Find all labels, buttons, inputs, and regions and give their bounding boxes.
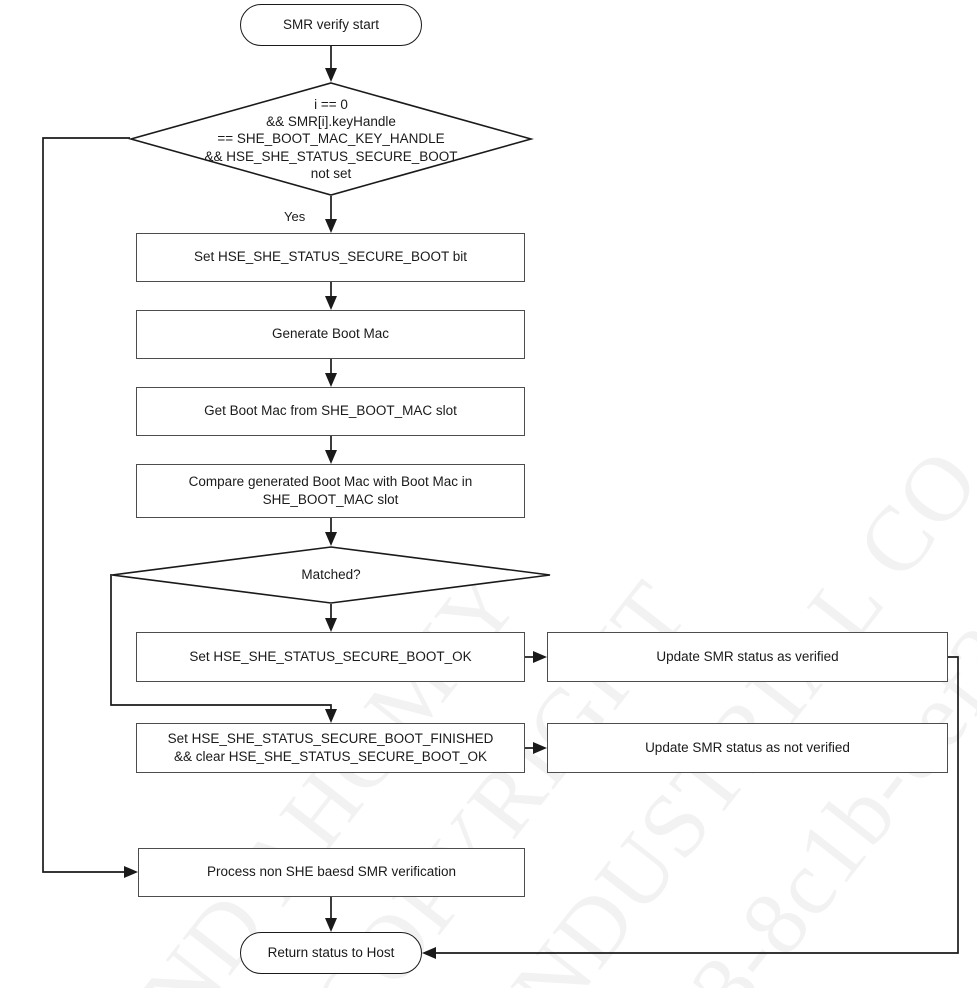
arrowhead-update-verified: [533, 651, 547, 663]
node-decision-she-label: i == 0 && SMR[i].keyHandle == SHE_BOOT_M…: [204, 96, 458, 181]
node-decision-matched[interactable]: Matched?: [111, 546, 551, 604]
arrowhead-matched: [325, 532, 337, 546]
node-update-not-verified-label: Update SMR status as not verified: [645, 739, 850, 755]
arrowhead-get: [325, 373, 337, 387]
node-process-non-she[interactable]: Process non SHE baesd SMR verification: [138, 848, 525, 897]
node-update-verified[interactable]: Update SMR status as verified: [547, 632, 948, 682]
node-update-verified-label: Update SMR status as verified: [656, 648, 839, 664]
node-set-boot-finished[interactable]: Set HSE_SHE_STATUS_SECURE_BOOT_FINISHED …: [136, 723, 525, 773]
node-start-label: SMR verify start: [282, 16, 379, 32]
arrowhead-return-status: [422, 947, 436, 959]
node-return-status[interactable]: Return status to Host: [240, 932, 422, 974]
arrowhead-generate: [325, 296, 337, 310]
arrowhead-set-boot-ok: [325, 618, 337, 632]
node-get-boot-mac-label: Get Boot Mac from SHE_BOOT_MAC slot: [204, 403, 457, 419]
node-return-status-label: Return status to Host: [267, 944, 395, 960]
arrowhead-process-non-she: [124, 866, 138, 878]
node-decision-matched-label: Matched?: [301, 567, 361, 583]
node-set-boot-finished-label: Set HSE_SHE_STATUS_SECURE_BOOT_FINISHED …: [167, 730, 494, 764]
watermark-text-2: COPYRIGHT: [291, 562, 708, 988]
edge-verified-to-return: [432, 656, 959, 954]
node-start[interactable]: SMR verify start: [240, 4, 422, 46]
decision-she-shape: [128, 82, 534, 196]
node-decision-she-check[interactable]: i == 0 && SMR[i].keyHandle == SHE_BOOT_M…: [128, 82, 534, 196]
node-compare-boot-mac-label: Compare generated Boot Mac with Boot Mac…: [188, 473, 473, 507]
node-process-non-she-label: Process non SHE baesd SMR verification: [206, 864, 457, 880]
node-compare-boot-mac[interactable]: Compare generated Boot Mac with Boot Mac…: [136, 464, 525, 518]
arrowhead-return-top: [325, 918, 337, 932]
node-generate-boot-mac[interactable]: Generate Boot Mac: [136, 310, 525, 359]
node-set-secure-boot-bit-label: Set HSE_SHE_STATUS_SECURE_BOOT bit: [193, 249, 468, 265]
node-generate-boot-mac-label: Generate Boot Mac: [271, 326, 390, 342]
arrowhead-compare: [325, 450, 337, 464]
arrowhead-set-bit: [325, 219, 337, 233]
arrowhead-decision-she: [325, 68, 337, 82]
arrowhead-update-not-verified: [533, 742, 547, 754]
node-set-boot-ok-label: Set HSE_SHE_STATUS_SECURE_BOOT_OK: [189, 648, 472, 664]
edge-decision-no-path: [42, 137, 130, 873]
node-get-boot-mac[interactable]: Get Boot Mac from SHE_BOOT_MAC slot: [136, 387, 525, 436]
node-update-not-verified[interactable]: Update SMR status as not verified: [547, 723, 948, 773]
edge-label-yes: Yes: [284, 209, 306, 224]
arrowhead-set-boot-finished: [325, 709, 337, 723]
node-set-boot-ok[interactable]: Set HSE_SHE_STATUS_SECURE_BOOT_OK: [136, 632, 525, 682]
node-set-secure-boot-bit[interactable]: Set HSE_SHE_STATUS_SECURE_BOOT bit: [136, 233, 525, 282]
